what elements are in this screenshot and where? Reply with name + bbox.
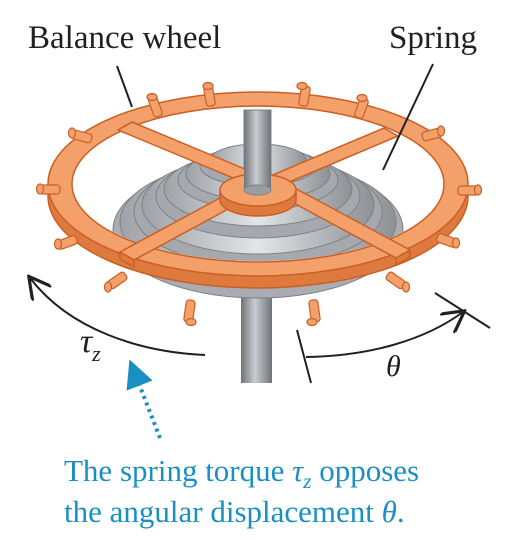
balance-wheel-leader [116, 65, 133, 108]
caption-line-1: The spring torque τz opposes [64, 453, 419, 493]
spring-label: Spring [389, 20, 477, 56]
balance-wheel [35, 81, 483, 327]
spring-leader [382, 63, 434, 171]
rim-pins [35, 81, 483, 327]
angle-reference-line-2 [434, 292, 491, 329]
torque-arrow [30, 278, 206, 356]
angle-reference-line-1 [296, 329, 312, 384]
caption-line-2: the angular displacement θ. [64, 494, 405, 529]
balance-wheel-label: Balance wheel [28, 20, 221, 56]
angle-arrow [305, 312, 463, 358]
caption-pointer-arrow [126, 359, 162, 439]
angle-label: θ [386, 350, 401, 383]
wheel-hub [219, 158, 297, 217]
torque-label: τz [80, 323, 101, 366]
